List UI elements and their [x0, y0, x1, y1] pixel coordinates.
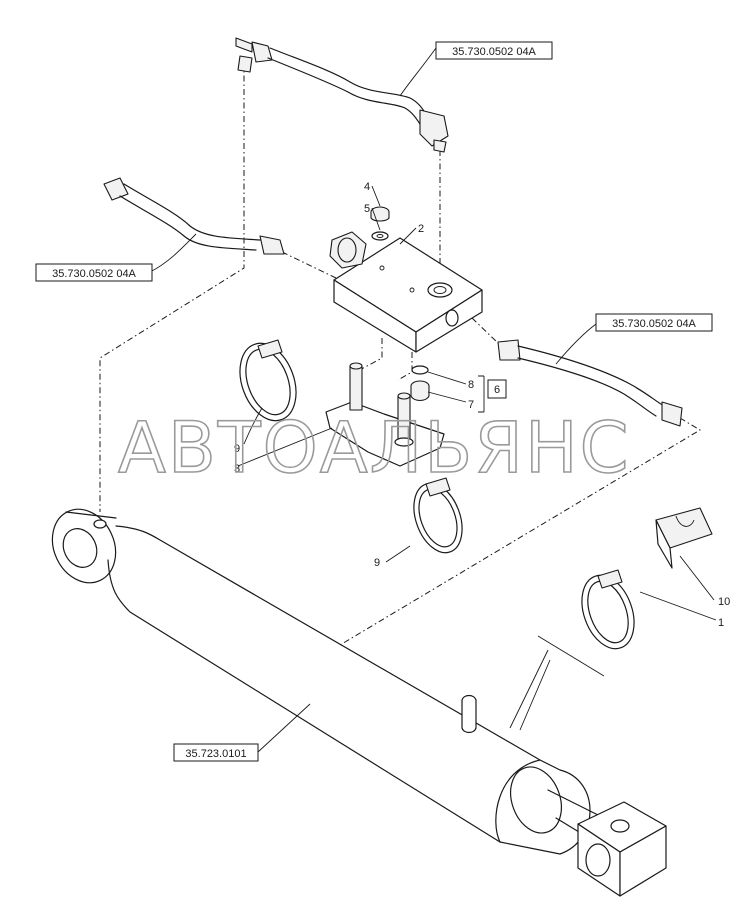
part-numbers: 4 5 2 8 7 9 3 9 10 1	[234, 181, 730, 629]
ref-text-top: 35.730.0502 04A	[452, 46, 536, 58]
nut-and-washer	[370, 206, 390, 241]
rubber-pad	[655, 507, 713, 569]
ref-text-right: 35.730.0502 04A	[612, 318, 696, 330]
fittings	[410, 365, 430, 402]
ref-text-cylinder: 35.723.0101	[185, 748, 246, 760]
hydraulic-cylinder	[51, 508, 667, 897]
bracket	[325, 362, 445, 467]
part-number-5: 5	[364, 203, 370, 215]
part-number-3: 3	[234, 463, 240, 475]
leader-lines	[149, 47, 717, 753]
valve-block	[329, 231, 483, 353]
part-number-1: 1	[718, 617, 724, 629]
part-number-6: 6	[494, 384, 500, 396]
part-number-10: 10	[718, 596, 730, 608]
part-number-2: 2	[418, 223, 424, 235]
ref-text-left: 35.730.0502 04A	[52, 268, 136, 280]
pipe-right	[497, 339, 683, 427]
part-number-9-lower: 9	[374, 557, 380, 569]
part-number-8: 8	[468, 379, 474, 391]
ref-label-left: 35.730.0502 04A	[35, 263, 153, 282]
ref-label-top: 35.730.0502 04A	[435, 41, 553, 60]
ref-label-right: 35.730.0502 04A	[595, 313, 713, 332]
ref-label-kit-6: 6	[487, 379, 507, 399]
part-number-9-upper: 9	[234, 443, 240, 455]
pipe-left	[103, 177, 285, 255]
hose-clamps	[239, 339, 635, 650]
pipe-top	[235, 37, 449, 153]
part-number-4: 4	[364, 181, 370, 193]
ref-label-cylinder: 35.723.0101	[173, 743, 259, 762]
watermark-text: АВТОАЛЬЯНС	[118, 407, 630, 489]
part-number-7: 7	[468, 399, 474, 411]
